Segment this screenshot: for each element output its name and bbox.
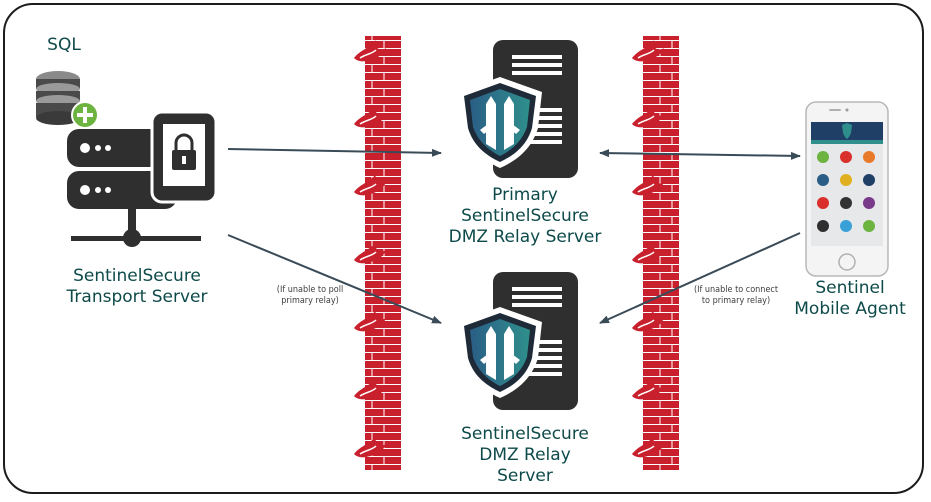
secondary-relay-label-line3: Server xyxy=(497,466,553,486)
note-left-line1: (If unable to poll xyxy=(276,285,344,295)
mobile-label-line1: Sentinel xyxy=(815,278,885,298)
secondary-relay-label-line1: SentinelSecure xyxy=(461,424,589,444)
sql-label-text: SQL xyxy=(47,35,81,55)
note-right-line1: (If unable to connect xyxy=(693,285,779,295)
primary-relay-label: Primary SentinelSecure DMZ Relay Server xyxy=(430,185,620,248)
firewall-icon xyxy=(631,36,679,470)
mobile-agent-label: Sentinel Mobile Agent xyxy=(784,278,916,320)
shield-server-icon xyxy=(458,40,578,178)
shield-server-icon xyxy=(458,272,578,410)
transport-server-label: SentinelSecure Transport Server xyxy=(52,266,222,308)
primary-relay-label-line1: Primary xyxy=(492,185,558,205)
secondary-relay-label-line2: DMZ Relay xyxy=(479,445,571,465)
arrow-transport-to-secondary xyxy=(227,234,442,324)
arrow-mobile-to-secondary xyxy=(599,232,801,324)
note-poll-primary: (If unable to poll primary relay) xyxy=(258,285,362,307)
arrow-transport-to-primary xyxy=(227,148,442,157)
sql-label: SQL xyxy=(42,35,86,56)
database-icon xyxy=(36,71,99,129)
note-connect-primary: (If unable to connect to primary relay) xyxy=(680,285,792,307)
arrow-primary-mobile xyxy=(599,149,801,160)
diagram-frame xyxy=(3,3,924,494)
transport-label-line2: Transport Server xyxy=(66,287,208,307)
server-lock-icon xyxy=(67,110,218,247)
primary-relay-label-line3: DMZ Relay Server xyxy=(448,227,602,247)
mobile-label-line2: Mobile Agent xyxy=(794,299,906,319)
note-left-line2: primary relay) xyxy=(281,296,339,306)
transport-label-line1: SentinelSecure xyxy=(73,266,201,286)
primary-relay-label-line2: SentinelSecure xyxy=(461,206,589,226)
smartphone-icon xyxy=(805,101,889,277)
firewall-icon xyxy=(353,36,401,470)
note-right-line2: to primary relay) xyxy=(701,296,771,306)
secondary-relay-label: SentinelSecure DMZ Relay Server xyxy=(440,424,610,487)
